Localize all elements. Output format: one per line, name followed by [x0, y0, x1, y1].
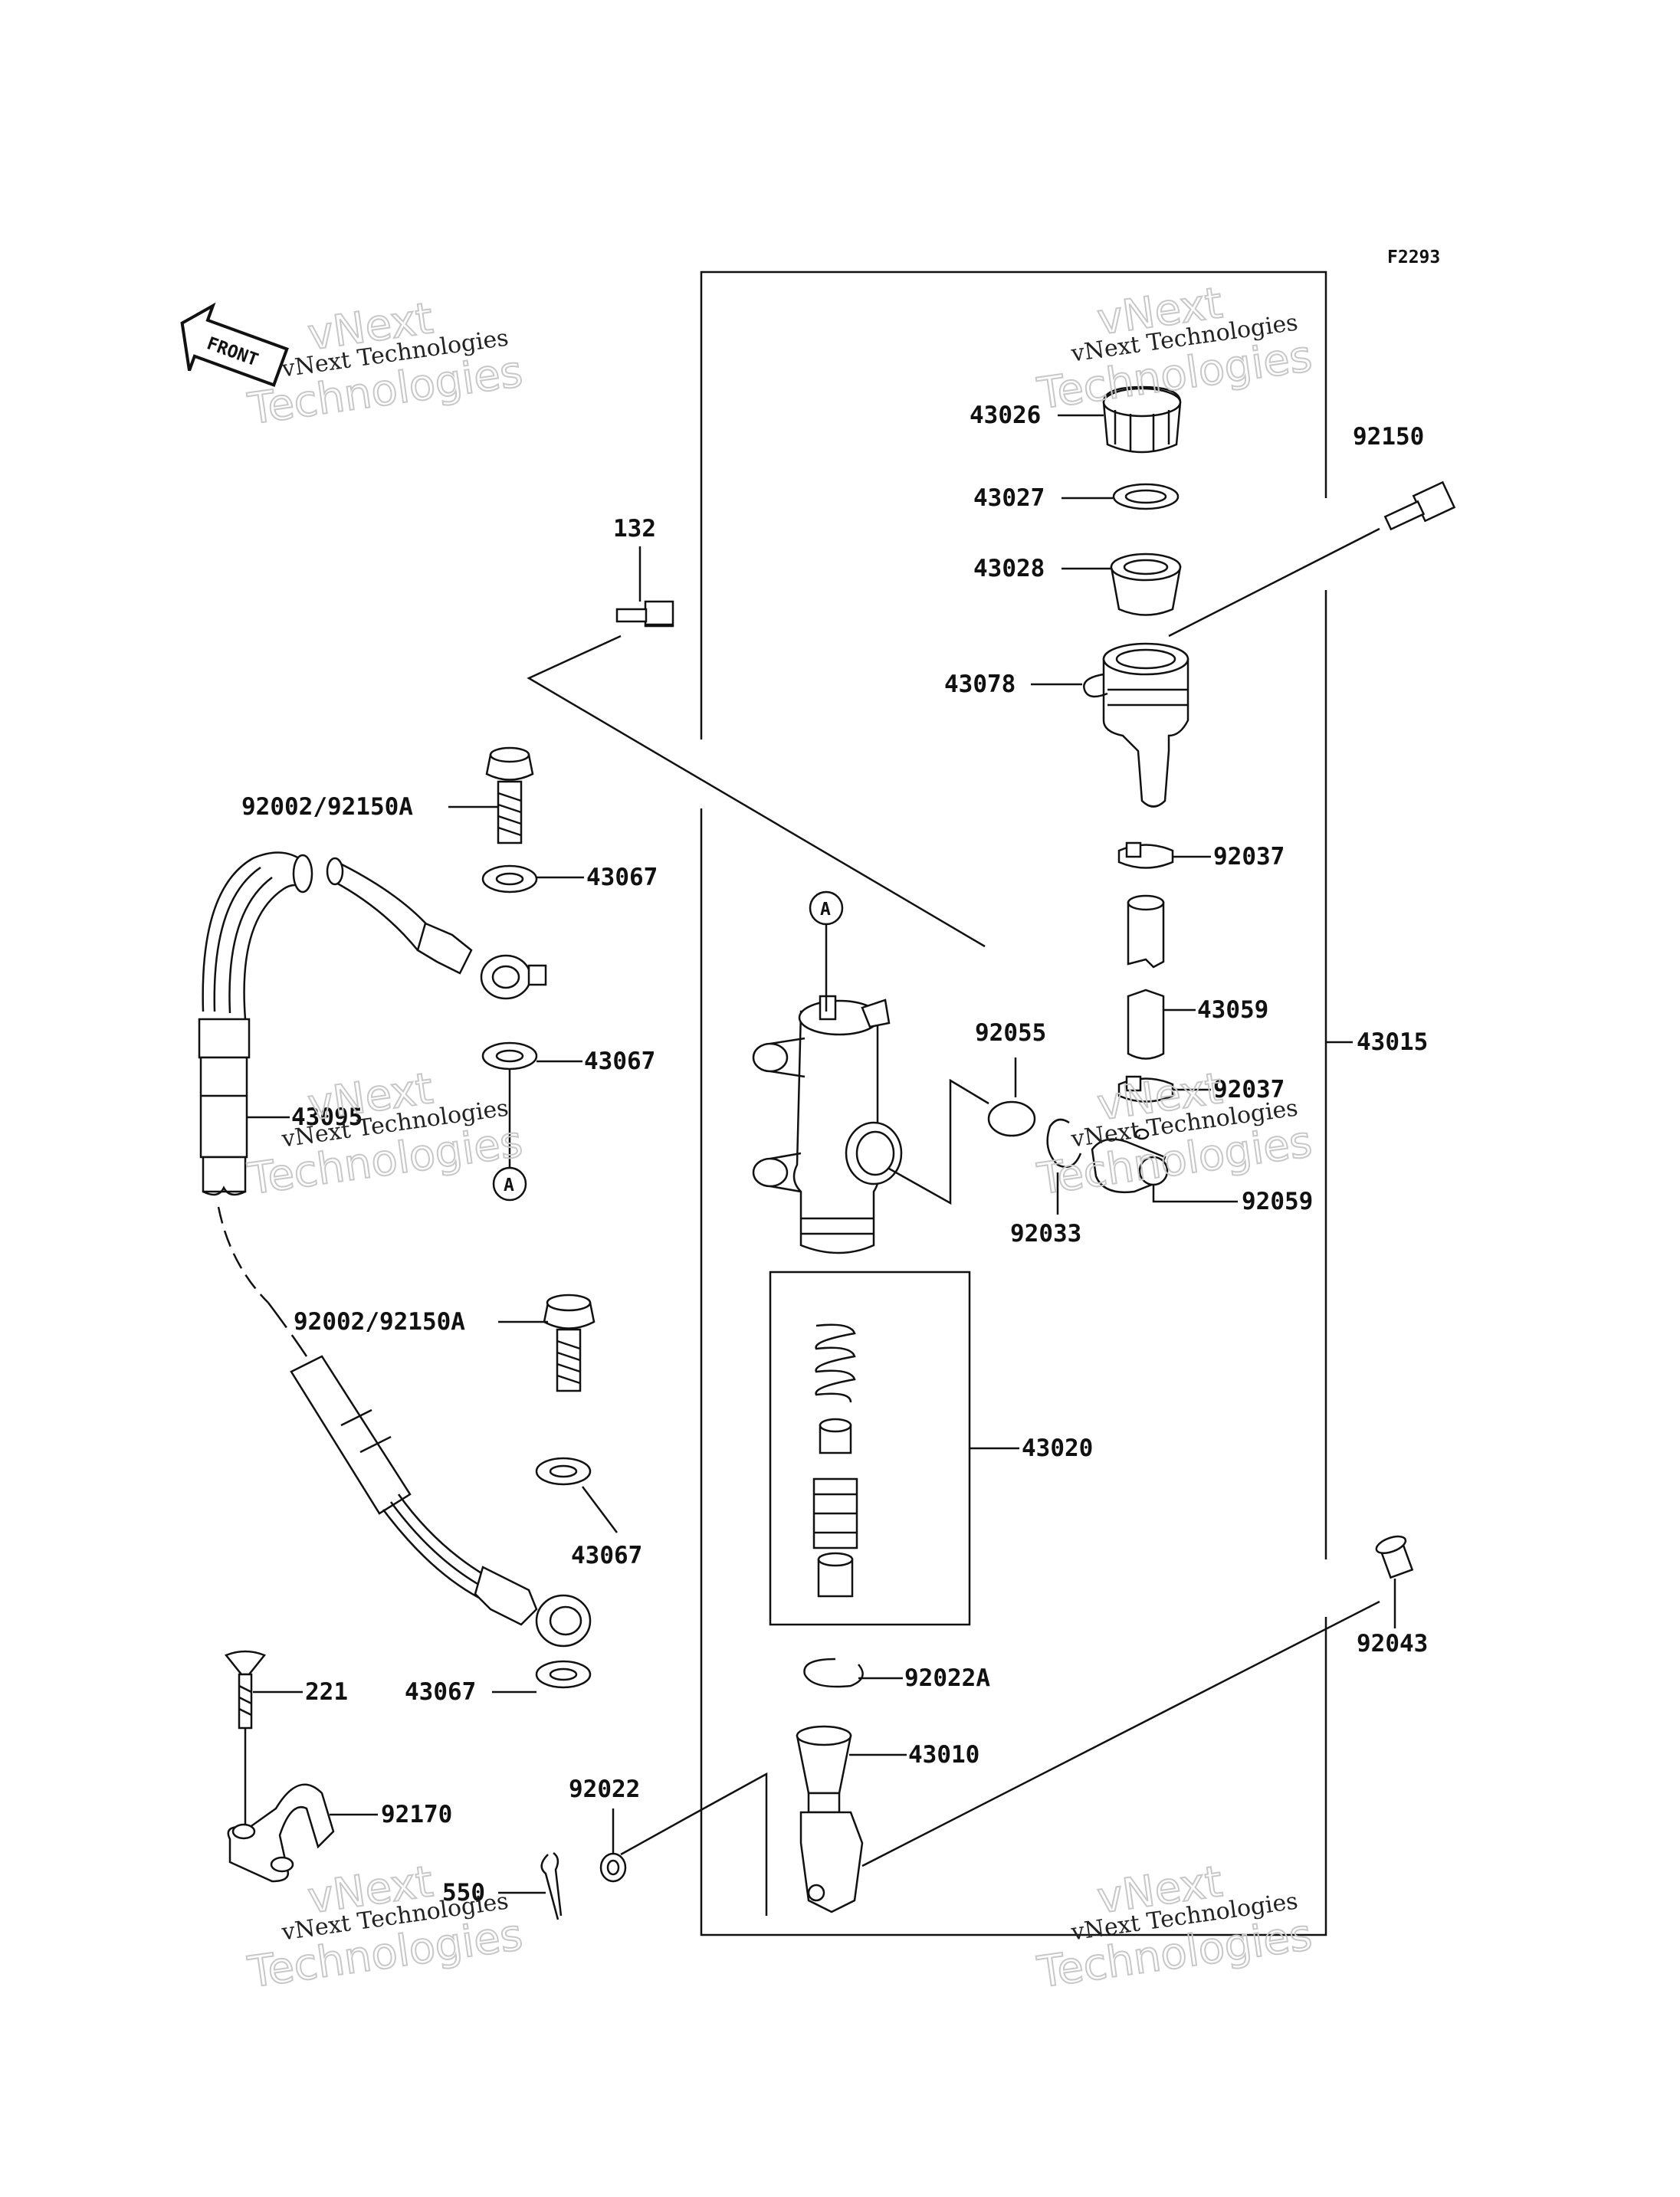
bolt-92150 [1383, 480, 1456, 531]
master-cylinder-body: A [752, 890, 903, 1254]
label-43067-c: 43067 [571, 1542, 642, 1569]
watermark-bottom-right: vNext vNext Technologies Technologies [1033, 1856, 1315, 1999]
figure-code: F2293 [1387, 248, 1440, 267]
push-rod-43010 [620, 1600, 1380, 1916]
brake-hose-43095 [198, 851, 592, 1648]
piston-kit-box [769, 1271, 1019, 1626]
label-221: 221 [305, 1678, 348, 1706]
reservoir-tank [1083, 642, 1189, 808]
callout-marker-a: A [820, 900, 831, 920]
watermark-top-left: vNext vNext Technologies Technologies [244, 293, 526, 435]
label-43067-d: 43067 [405, 1678, 476, 1706]
label-132: 132 [613, 515, 656, 543]
label-43059: 43059 [1197, 996, 1268, 1024]
hose-43059 [1127, 894, 1165, 1060]
banjo-bolt-lower [543, 1294, 596, 1392]
svg-text:A: A [504, 1176, 514, 1195]
label-92150: 92150 [1353, 423, 1424, 451]
label-92002-lower: 92002/92150A [294, 1308, 465, 1336]
front-arrow-icon: FRONT [180, 302, 289, 387]
reservoir-plate [1110, 553, 1182, 616]
label-43028: 43028 [973, 555, 1045, 582]
banjo-bolt-upper [485, 746, 534, 844]
clevis-pin-92043 [1375, 1535, 1414, 1579]
bolt-132 [615, 600, 674, 628]
label-43067-b: 43067 [584, 1048, 655, 1075]
label-43015: 43015 [1357, 1028, 1428, 1056]
label-92059: 92059 [1242, 1188, 1313, 1215]
hose-clamp-92037-upper [1117, 841, 1174, 869]
label-92002-upper: 92002/92150A [241, 793, 413, 821]
label-92055: 92055 [975, 1019, 1046, 1047]
reservoir-diaphragm [1112, 483, 1180, 510]
washer-92022 [599, 1852, 627, 1883]
label-43026: 43026 [970, 402, 1041, 429]
assembly-bracket [700, 271, 1353, 1936]
fitting-92059 [1091, 1128, 1238, 1203]
label-92022a: 92022A [904, 1664, 990, 1692]
washer-43067-b [481, 1041, 538, 1071]
label-550: 550 [442, 1879, 485, 1907]
leader-92055-link [888, 1078, 989, 1205]
cotter-pin-550 [540, 1851, 563, 1920]
label-43027: 43027 [973, 484, 1045, 512]
leader-132 [527, 635, 986, 948]
label-92022: 92022 [569, 1776, 640, 1803]
label-43010: 43010 [908, 1741, 979, 1769]
watermark-top-right: vNext vNext Technologies Technologies [1033, 277, 1315, 420]
part-labels: 43026 43027 43028 43078 92150 132 92002/… [241, 402, 1428, 1907]
washer-43067-a [481, 864, 538, 894]
label-92037-upper: 92037 [1213, 843, 1285, 871]
washer-43067-c [535, 1457, 592, 1486]
label-92037-lower: 92037 [1213, 1076, 1285, 1103]
label-43095: 43095 [291, 1103, 363, 1131]
hose-clamp-92037-lower [1117, 1075, 1174, 1103]
screw-221 [224, 1650, 267, 1824]
label-43078: 43078 [944, 671, 1016, 698]
label-92033: 92033 [1010, 1220, 1081, 1248]
circlip-92033 [1046, 1118, 1082, 1169]
label-43067-a: 43067 [586, 864, 658, 891]
o-ring-92055 [987, 1100, 1036, 1137]
label-92170: 92170 [381, 1801, 452, 1828]
callout-marker-a-lower: A [492, 1166, 527, 1202]
circlip-92022a [803, 1658, 864, 1688]
label-43020: 43020 [1022, 1435, 1093, 1462]
watermark-mid-left: vNext vNext Technologies Technologies [244, 1063, 526, 1205]
hose-clamp-92170 [227, 1783, 335, 1883]
reservoir-cap [1102, 385, 1182, 454]
leader-92150 [1168, 527, 1380, 638]
label-92043: 92043 [1357, 1630, 1428, 1658]
washer-43067-d [535, 1660, 592, 1689]
